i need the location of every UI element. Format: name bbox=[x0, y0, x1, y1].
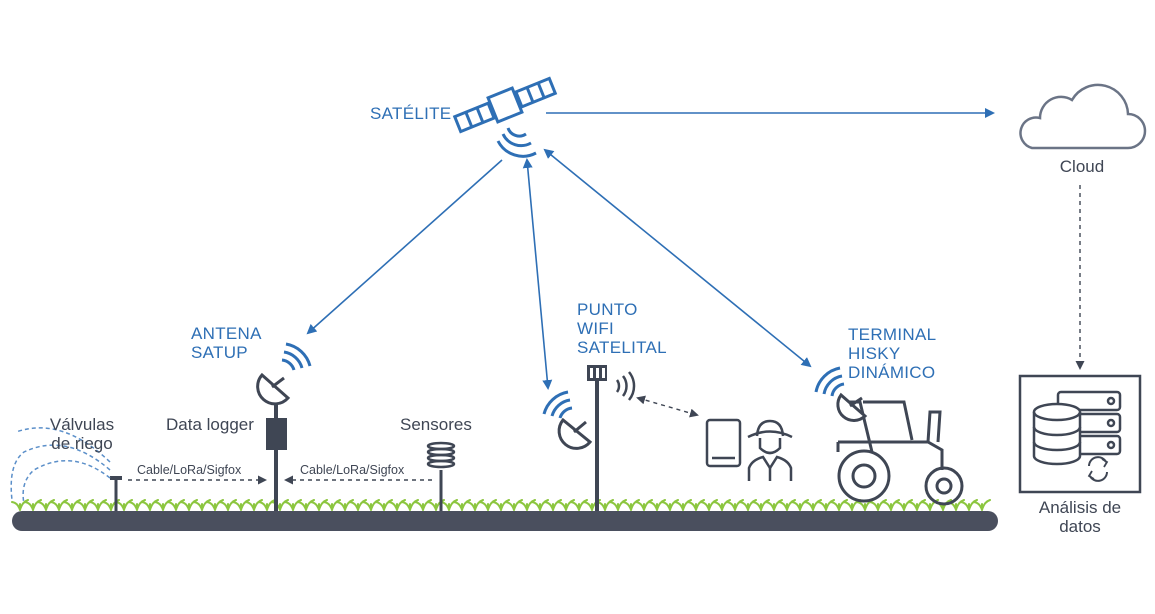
valve-icon bbox=[10, 427, 122, 511]
grass-row bbox=[11, 499, 991, 511]
sensor-icon bbox=[426, 441, 456, 511]
dish-antenna-icon bbox=[256, 342, 312, 406]
data-logger-label: Data logger bbox=[166, 415, 254, 434]
sensors-label: Sensores bbox=[400, 415, 472, 434]
arrow-satellite-antenna bbox=[306, 159, 503, 335]
cloud-label: Cloud bbox=[1059, 157, 1105, 176]
link-sensors-label: Cable/LoRa/Sigfox bbox=[300, 463, 405, 477]
arrow-satellite-wifi bbox=[522, 158, 553, 390]
antenna-label: ANTENA SATUP bbox=[191, 324, 262, 362]
analysis-label: Análisis de datos bbox=[1038, 498, 1122, 536]
wifi-antenna-icon bbox=[542, 365, 636, 511]
satellite-icon bbox=[452, 76, 558, 158]
data-logger-icon bbox=[266, 396, 287, 511]
tractor-icon bbox=[814, 366, 964, 506]
wifi-point-label: PUNTO WIFI SATELITAL bbox=[577, 300, 667, 357]
arrow-wifi-devices bbox=[636, 395, 699, 418]
tablet-icon bbox=[705, 418, 742, 468]
cloud-icon bbox=[1019, 83, 1147, 150]
arrow-satellite-terminal bbox=[543, 148, 812, 368]
link-valves-label: Cable/LoRa/Sigfox bbox=[137, 463, 242, 477]
satellite-label: SATÉLITE bbox=[370, 104, 452, 123]
valves-label: Válvulas de riego bbox=[49, 415, 115, 453]
database-server-icon bbox=[1018, 374, 1142, 494]
terminal-label: TERMINAL HISKY DINÁMICO bbox=[848, 325, 937, 382]
ground-bar bbox=[12, 511, 998, 531]
farmer-icon bbox=[747, 419, 793, 481]
